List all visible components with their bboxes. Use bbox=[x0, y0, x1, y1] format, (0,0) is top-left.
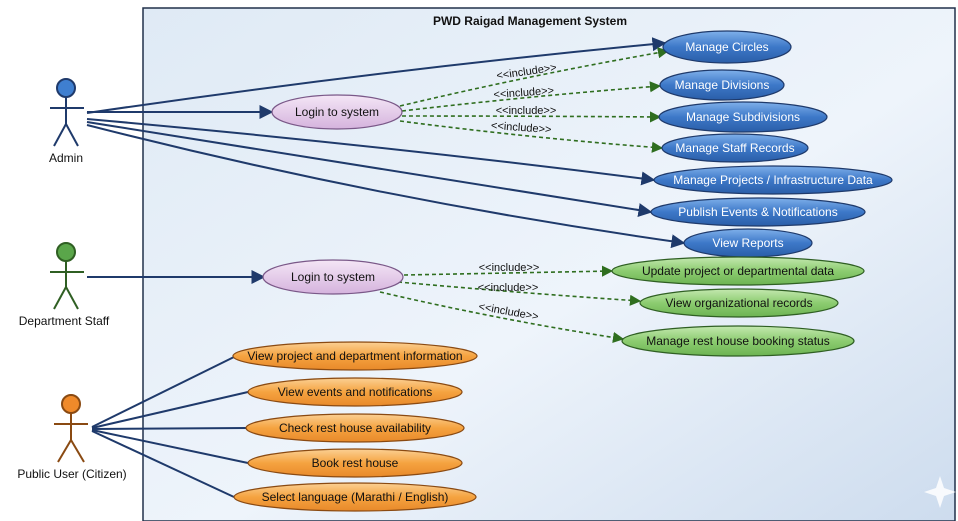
svg-text:Manage Subdivisions: Manage Subdivisions bbox=[686, 110, 800, 124]
usecase-check-rest-house: Check rest house availability bbox=[245, 413, 465, 443]
svg-text:View organizational records: View organizational records bbox=[665, 296, 812, 310]
public-associations bbox=[91, 355, 249, 498]
usecase-manage-rest-house-booking: Manage rest house booking status bbox=[621, 325, 855, 357]
usecase-view-events: View events and notifications bbox=[247, 377, 463, 407]
svg-text:Check rest house availability: Check rest house availability bbox=[279, 421, 431, 435]
usecase-view-org-records: View organizational records bbox=[639, 288, 839, 318]
svg-text:Manage Projects / Infrastructu: Manage Projects / Infrastructure Data bbox=[673, 173, 873, 187]
staff-label: Department Staff bbox=[19, 314, 110, 328]
usecase-view-project-info: View project and department information bbox=[232, 341, 478, 371]
usecase-manage-staff-records: Manage Staff Records bbox=[661, 133, 809, 163]
sparkle-icon bbox=[924, 476, 956, 508]
svg-text:Publish Events & Notifications: Publish Events & Notifications bbox=[678, 205, 837, 219]
include-label: <<include>> bbox=[478, 282, 539, 294]
svg-text:Manage Divisions: Manage Divisions bbox=[675, 78, 770, 92]
svg-text:Select language (Marathi / Eng: Select language (Marathi / English) bbox=[262, 490, 449, 504]
system-title: PWD Raigad Management System bbox=[433, 14, 627, 28]
include-label: <<include>> bbox=[479, 262, 540, 274]
svg-text:Login to system: Login to system bbox=[295, 105, 379, 119]
usecase-view-reports: View Reports bbox=[683, 228, 813, 258]
admin-actor bbox=[50, 78, 84, 147]
usecase-manage-divisions: Manage Divisions bbox=[659, 69, 785, 101]
public-label: Public User (Citizen) bbox=[17, 467, 126, 481]
svg-text:Update project or departmental: Update project or departmental data bbox=[642, 264, 834, 278]
usecase-publish-events: Publish Events & Notifications bbox=[650, 197, 866, 227]
usecase-staff-login: Login to system bbox=[262, 259, 404, 295]
staff-actor bbox=[50, 242, 84, 310]
admin-include-lines bbox=[399, 47, 670, 153]
admin-label: Admin bbox=[49, 151, 83, 165]
svg-text:Manage rest house booking stat: Manage rest house booking status bbox=[646, 334, 829, 348]
usecase-manage-subdivisions: Manage Subdivisions bbox=[658, 101, 828, 133]
svg-text:Book rest house: Book rest house bbox=[312, 456, 399, 470]
usecase-update-project-data: Update project or departmental data bbox=[611, 256, 865, 286]
admin-associations bbox=[86, 37, 686, 249]
usecase-select-language: Select language (Marathi / English) bbox=[233, 482, 477, 512]
svg-text:Manage Circles: Manage Circles bbox=[685, 40, 768, 54]
svg-text:View Reports: View Reports bbox=[712, 236, 783, 250]
svg-text:View events and notifications: View events and notifications bbox=[278, 385, 433, 399]
usecase-book-rest-house: Book rest house bbox=[247, 448, 463, 478]
usecase-manage-projects: Manage Projects / Infrastructure Data bbox=[653, 165, 893, 195]
include-label: <<include>> bbox=[491, 120, 552, 136]
svg-text:Manage Staff Records: Manage Staff Records bbox=[675, 141, 794, 155]
include-label: <<include>> bbox=[496, 105, 557, 117]
svg-text:Login to system: Login to system bbox=[291, 270, 375, 284]
include-label: <<include>> bbox=[493, 85, 554, 101]
public-actor bbox=[54, 394, 88, 463]
svg-text:View project and department in: View project and department information bbox=[247, 349, 462, 363]
usecase-manage-circles: Manage Circles bbox=[662, 30, 792, 64]
staff-include-lines bbox=[379, 265, 642, 343]
usecase-admin-login: Login to system bbox=[271, 94, 403, 130]
